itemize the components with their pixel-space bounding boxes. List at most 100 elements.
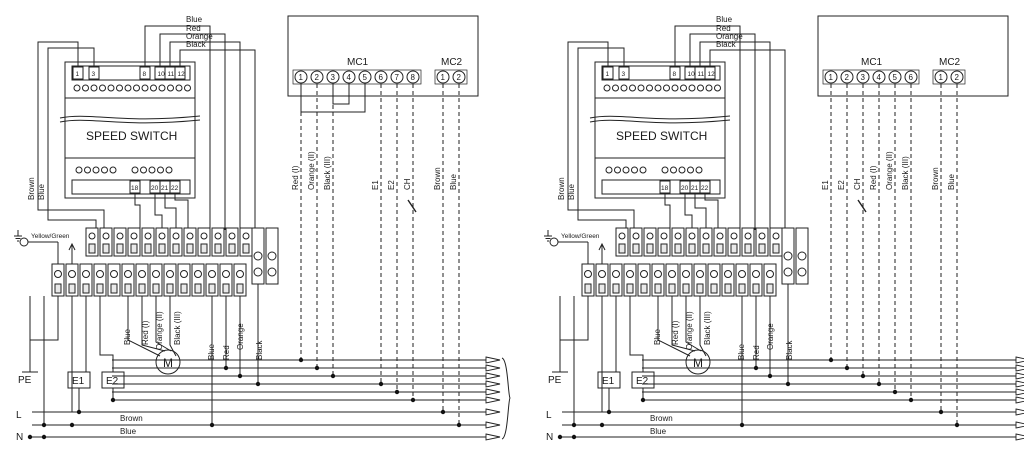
indicator-led bbox=[687, 166, 694, 174]
indicator-led bbox=[133, 84, 140, 92]
terminal-screw bbox=[267, 267, 277, 277]
bus-arrow bbox=[485, 388, 501, 396]
mc1-terminal bbox=[888, 70, 902, 84]
wire bbox=[174, 194, 189, 228]
wire-label-orange: Orange bbox=[716, 32, 743, 41]
wire-label-brown: Brown bbox=[27, 177, 36, 200]
wire-label-blue: Blue bbox=[567, 183, 576, 200]
terminal-screw bbox=[102, 232, 110, 240]
terminal-screw bbox=[110, 270, 118, 278]
indicator-led bbox=[603, 84, 611, 92]
speed-switch-module bbox=[594, 61, 726, 199]
terminal-screw bbox=[797, 267, 807, 277]
wire-label-red: Red bbox=[716, 24, 731, 33]
terminal-clamp bbox=[640, 283, 648, 294]
mc-wire-label: Black (III) bbox=[901, 156, 910, 190]
junction-dot bbox=[110, 397, 116, 403]
terminal-screw bbox=[152, 270, 160, 278]
indicator-led bbox=[714, 84, 721, 92]
indicator-led bbox=[184, 84, 191, 92]
terminal-screw bbox=[96, 270, 104, 278]
terminal-clamp bbox=[674, 243, 682, 254]
terminal-clamp bbox=[138, 283, 146, 294]
indicator-led bbox=[82, 84, 89, 92]
junction-dot bbox=[330, 373, 336, 379]
mc2-terminal-number: 1 bbox=[441, 73, 446, 82]
top-terminal-number: 1 bbox=[606, 71, 610, 78]
bus-arrow bbox=[485, 380, 501, 388]
terminal-clamp bbox=[102, 243, 110, 254]
mc1-label: MC1 bbox=[861, 57, 883, 68]
junction-dot bbox=[69, 422, 75, 428]
terminal-screw bbox=[598, 270, 606, 278]
indicator-led bbox=[637, 84, 645, 92]
indicator-led bbox=[678, 166, 686, 174]
junction-dot bbox=[828, 357, 834, 363]
junction-dot bbox=[739, 422, 745, 428]
terminal-screw bbox=[222, 270, 230, 278]
motor-wire-label: Black (III) bbox=[173, 311, 182, 345]
bottom-terminal-number: 21 bbox=[691, 185, 699, 192]
indicator-led bbox=[697, 84, 704, 92]
wire-label-brown: Brown bbox=[557, 177, 566, 200]
terminal-clamp bbox=[730, 243, 738, 254]
indicator-led bbox=[84, 166, 91, 174]
wire bbox=[141, 296, 166, 352]
bus-arrow bbox=[1015, 388, 1024, 396]
terminal-clamp bbox=[752, 283, 760, 294]
speed-switch-label: SPEED SWITCH bbox=[86, 129, 177, 143]
mc-wire-label: Orange (II) bbox=[885, 151, 894, 190]
mc-wire-label: E1 bbox=[371, 180, 380, 190]
top-terminal-number: 8 bbox=[143, 71, 147, 78]
terminal-screw bbox=[758, 232, 766, 240]
pe-label: PE bbox=[548, 375, 562, 386]
bottom-terminal-number: 18 bbox=[131, 185, 139, 192]
bus-arrow bbox=[1015, 380, 1024, 388]
wire bbox=[179, 49, 256, 230]
motor-wire-label: Blue bbox=[123, 328, 132, 345]
terminal-screw bbox=[194, 270, 202, 278]
terminal-clamp bbox=[654, 283, 662, 294]
wire-label-blue: Blue bbox=[37, 183, 46, 200]
indicator-led bbox=[73, 84, 81, 92]
terminal-clamp bbox=[82, 283, 90, 294]
wire bbox=[159, 33, 226, 230]
mc1-terminal-number: 8 bbox=[411, 73, 416, 82]
earth-ring bbox=[549, 237, 559, 247]
terminal-clamp bbox=[166, 283, 174, 294]
junction-dot bbox=[571, 422, 577, 428]
bus-arrow bbox=[1015, 408, 1024, 416]
mc1-terminal-number: 3 bbox=[861, 73, 866, 82]
indicator-led bbox=[141, 84, 149, 92]
terminal-screw bbox=[82, 270, 90, 278]
terminal-screw bbox=[144, 232, 152, 240]
mc1-frame bbox=[292, 69, 422, 85]
bus-arrow bbox=[485, 372, 501, 380]
terminal-clamp bbox=[766, 283, 774, 294]
mc-wire-label: E1 bbox=[821, 180, 830, 190]
bus-bracket bbox=[501, 357, 511, 440]
junction-dot bbox=[954, 422, 960, 428]
terminal-clamp bbox=[626, 283, 634, 294]
terminal-clamp bbox=[744, 243, 752, 254]
terminal-screw bbox=[54, 270, 62, 278]
terminal-clamp bbox=[222, 283, 230, 294]
indicator-led bbox=[101, 166, 108, 174]
top-terminal-number: 8 bbox=[673, 71, 677, 78]
terminal-screw bbox=[618, 232, 626, 240]
terminal-screw bbox=[228, 232, 236, 240]
thermostat-switch bbox=[857, 199, 867, 213]
motor-wire-label: Orange (II) bbox=[155, 311, 164, 350]
terminal-clamp bbox=[646, 243, 654, 254]
top-terminal-number: 3 bbox=[622, 71, 626, 78]
terminal-screw bbox=[200, 232, 208, 240]
terminal-screw bbox=[116, 232, 124, 240]
bottom-terminal-number: 20 bbox=[151, 185, 159, 192]
arrow-head bbox=[68, 242, 76, 251]
terminal-screw bbox=[242, 232, 250, 240]
wire-label-red: Red bbox=[186, 24, 201, 33]
terminal-clamp bbox=[194, 283, 202, 294]
junction-dot bbox=[410, 397, 416, 403]
terminal-clamp bbox=[242, 243, 250, 254]
